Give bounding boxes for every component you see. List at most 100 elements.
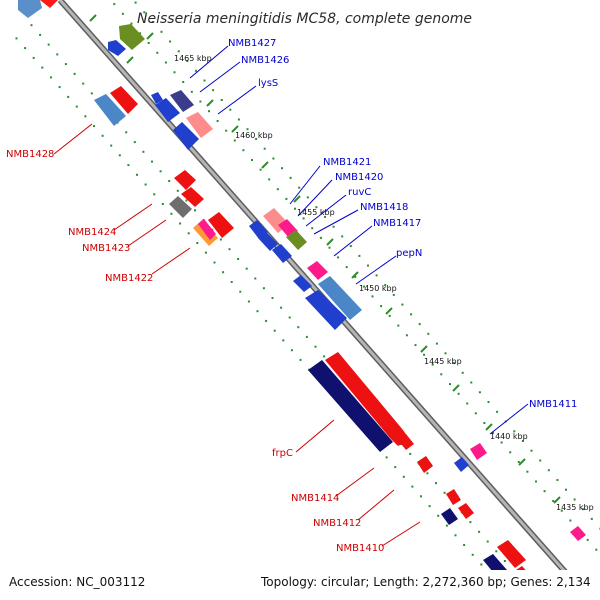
guide-dot: [496, 410, 499, 413]
guide-dot: [169, 40, 172, 43]
guide-dot: [332, 225, 335, 228]
guide-dot: [24, 47, 27, 50]
guide-dot: [349, 245, 352, 248]
guide-dot: [73, 72, 76, 75]
gene-feature-nmb1428: [94, 94, 126, 126]
gene-label-lyss[interactable]: lysS: [258, 78, 278, 89]
guide-dot: [75, 105, 78, 108]
kbp-tick: [518, 458, 526, 466]
guide-dot: [440, 373, 443, 376]
guide-dot: [323, 355, 326, 358]
gene-label-pepn[interactable]: pepN: [396, 248, 422, 259]
gene-feature-lyss-e: [173, 122, 199, 150]
guide-dot: [242, 149, 245, 152]
guide-dot: [101, 134, 104, 137]
guide-dot: [289, 176, 292, 179]
guide-dot: [315, 206, 318, 209]
guide-dot: [110, 144, 113, 147]
guide-dot: [556, 479, 559, 481]
kbp-tick: [293, 195, 301, 203]
guide-dot: [471, 553, 474, 556]
guide-dot: [294, 207, 296, 210]
gene-feature-lyss-c: [155, 98, 180, 122]
guide-dot: [199, 100, 202, 103]
guide-dot: [179, 222, 182, 225]
gene-label-nmb1428[interactable]: NMB1428: [6, 149, 54, 160]
guide-dot: [478, 391, 481, 394]
kbp-tick: [89, 14, 97, 22]
guide-dot: [196, 242, 199, 244]
gene-label-nmb1422[interactable]: NMB1422: [105, 273, 153, 284]
kbp-tick: [452, 384, 460, 392]
guide-dot: [367, 264, 369, 267]
guide-dot: [535, 480, 537, 483]
guide-dot: [58, 86, 61, 89]
guide-dot: [411, 485, 414, 488]
guide-dot: [90, 92, 93, 95]
guide-dot: [220, 99, 223, 101]
gene-feature-nmb1418-c: [272, 244, 292, 263]
guide-dot: [526, 470, 529, 473]
gene-label-nmb1412[interactable]: NMB1412: [313, 518, 361, 529]
guide-dot: [176, 189, 179, 192]
gene-label-nmb1426[interactable]: NMB1426: [241, 55, 289, 66]
guide-dot: [324, 215, 326, 218]
guide-dot: [431, 363, 434, 366]
guide-dot: [420, 495, 422, 498]
guide-dot: [208, 110, 210, 113]
guide-dot: [405, 334, 408, 337]
gene-label-frpc[interactable]: frpC: [272, 448, 293, 459]
guide-dot: [435, 482, 437, 485]
guide-dot: [418, 323, 421, 326]
guide-dot: [164, 61, 167, 64]
guide-dot: [133, 141, 136, 144]
guide-dot: [410, 313, 413, 316]
guide-dot: [402, 475, 405, 478]
gene-label-nmb1410[interactable]: NMB1410: [336, 543, 384, 554]
guide-dot: [409, 452, 412, 455]
guide-dot: [212, 89, 215, 92]
guide-dot: [385, 456, 388, 459]
guide-dot: [15, 37, 18, 40]
guide-dot: [590, 517, 593, 520]
guide-dot: [168, 180, 171, 182]
guide-dot: [380, 305, 383, 308]
guide-dot: [247, 300, 250, 303]
gene-label-nmb1424[interactable]: NMB1424: [68, 227, 116, 238]
guide-dot: [263, 147, 266, 150]
kbp-tick: [553, 496, 561, 504]
kbp-tick: [351, 271, 359, 279]
gene-label-nmb1417[interactable]: NMB1417: [373, 218, 421, 229]
guide-dot: [457, 392, 460, 395]
kbp-tick: [485, 423, 493, 431]
gene-label-nmb1420[interactable]: NMB1420: [335, 172, 383, 183]
guide-dot: [401, 303, 404, 306]
gene-label-nmb1418[interactable]: NMB1418: [360, 202, 408, 213]
guide-dot: [521, 440, 524, 442]
gene-label-nmb1414[interactable]: NMB1414: [291, 493, 339, 504]
guide-dot: [173, 71, 176, 74]
gene-label-nmb1427[interactable]: NMB1427: [228, 38, 276, 49]
kbp-tick: [231, 125, 239, 133]
gene-label-nmb1423[interactable]: NMB1423: [82, 243, 130, 254]
gene-label-ruvc[interactable]: ruvC: [348, 187, 371, 198]
guide-dot: [219, 238, 222, 241]
kbp-label: 1455 kbp: [297, 208, 335, 217]
guide-dot: [299, 358, 302, 361]
gene-feature-nmb1414b: [398, 434, 414, 450]
guide-dot: [552, 500, 555, 502]
guide-dot: [282, 339, 285, 342]
guide-dot: [118, 154, 121, 157]
gene-label-nmb1421[interactable]: NMB1421: [323, 157, 371, 168]
guide-dot: [444, 352, 447, 355]
guide-dot: [509, 451, 512, 454]
gene-feature-lyss-b: [170, 90, 194, 112]
guide-dot: [461, 371, 464, 374]
gene-feature-nmb1427b: [108, 40, 126, 56]
gene-label-nmb1411[interactable]: NMB1411: [529, 399, 577, 410]
guide-dot: [582, 508, 585, 511]
guide-dot: [125, 131, 128, 134]
guide-dot: [276, 188, 279, 191]
guide-dot: [449, 383, 451, 386]
